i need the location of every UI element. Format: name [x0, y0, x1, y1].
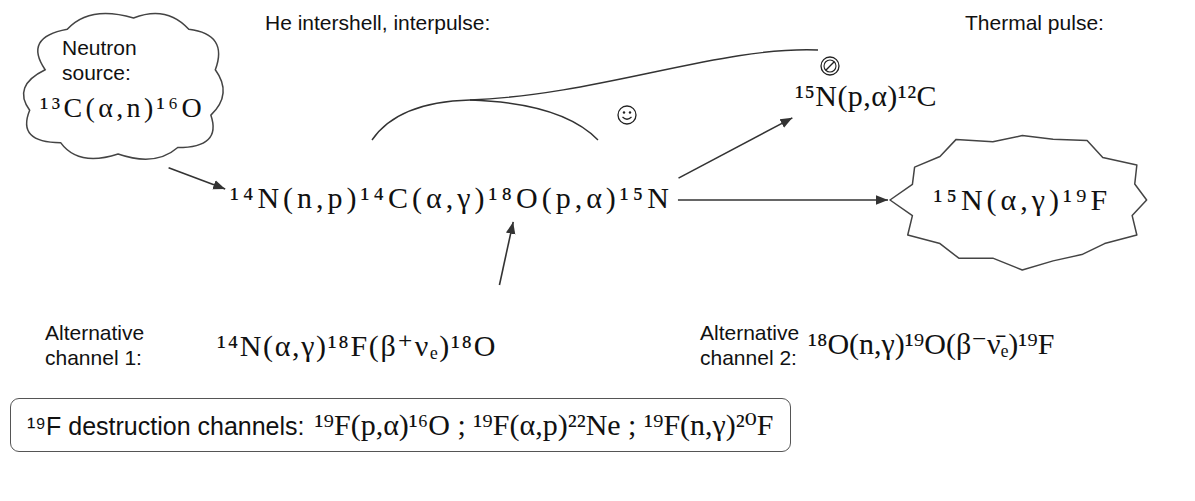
- cloud-heading: Neutron source:: [62, 35, 162, 85]
- bypass-arcs: [372, 50, 818, 140]
- reaction-node: ¹⁴N(α,γ)¹⁸F(β⁺νₑ)¹⁸O: [215, 326, 499, 366]
- reaction-text: ¹⁹F(p,α)¹⁶O ; ¹⁹F(α,p)²²Ne ; ¹⁹F(n,γ)²⁰F: [315, 407, 774, 443]
- bypass-arc: [470, 50, 818, 100]
- forbidden-ring: [821, 57, 839, 75]
- burst-shape: [890, 136, 1147, 270]
- reaction-text: ¹⁴N(α,γ)¹⁸F(β⁺νₑ)¹⁸O: [217, 328, 497, 364]
- smiley-mouth: [623, 117, 632, 119]
- neutron-source-cloud: Neutron source: ¹³C(α,n)¹⁶O: [12, 5, 233, 167]
- reaction-text: ¹³C(α,n)¹⁶O: [40, 91, 205, 125]
- smiley-face: [618, 106, 636, 124]
- reaction-chain: ¹⁴N(n,p)¹⁴C(α,γ)¹⁸O(p,α)¹⁵N: [228, 178, 675, 218]
- reaction-text: ¹⁵N(α,γ)¹⁹F: [933, 182, 1111, 218]
- reaction-text: ¹⁸O(n,γ)¹⁹O(β⁻ν̄ₑ)¹⁹F: [808, 326, 1054, 362]
- cloud-shape: [24, 13, 224, 159]
- reaction-node: ¹⁵N(p,α)¹²C: [793, 76, 939, 116]
- box-heading: ¹⁹F destruction channels:: [27, 411, 305, 441]
- reaction-text: ¹⁴N(n,p)¹⁴C(α,γ)¹⁸O(p,α)¹⁵N: [230, 180, 673, 216]
- region-label: Thermal pulse:: [965, 10, 1104, 35]
- reaction-arrow: [678, 199, 888, 201]
- thermal-pulse-burst: ¹⁵N(α,γ)¹⁹F: [890, 130, 1155, 270]
- smiley-eye: [623, 111, 625, 113]
- bypass-arc: [470, 100, 598, 140]
- smiley-icon: [618, 106, 636, 124]
- forbidden-icon: [821, 57, 839, 75]
- reaction-text: ¹⁵N(p,α)¹²C: [795, 78, 937, 114]
- reaction-arrow: [678, 118, 792, 178]
- bypass-arc: [372, 100, 470, 140]
- smiley-eye: [629, 111, 631, 113]
- reaction-arrow: [499, 222, 513, 285]
- channel-label: Alternative channel 2:: [700, 320, 812, 370]
- region-label: He intershell, interpulse:: [265, 10, 490, 35]
- connectors: [169, 118, 888, 285]
- reaction-arrow: [169, 168, 226, 189]
- forbidden-slash: [826, 62, 834, 70]
- forbidden-inner-ring: [824, 60, 836, 72]
- cloud-outline: [12, 5, 233, 167]
- destruction-box: ¹⁹F destruction channels: ¹⁹F(p,α)¹⁶O ; ¹…: [10, 398, 791, 452]
- channel-label: Alternative channel 1:: [45, 320, 157, 370]
